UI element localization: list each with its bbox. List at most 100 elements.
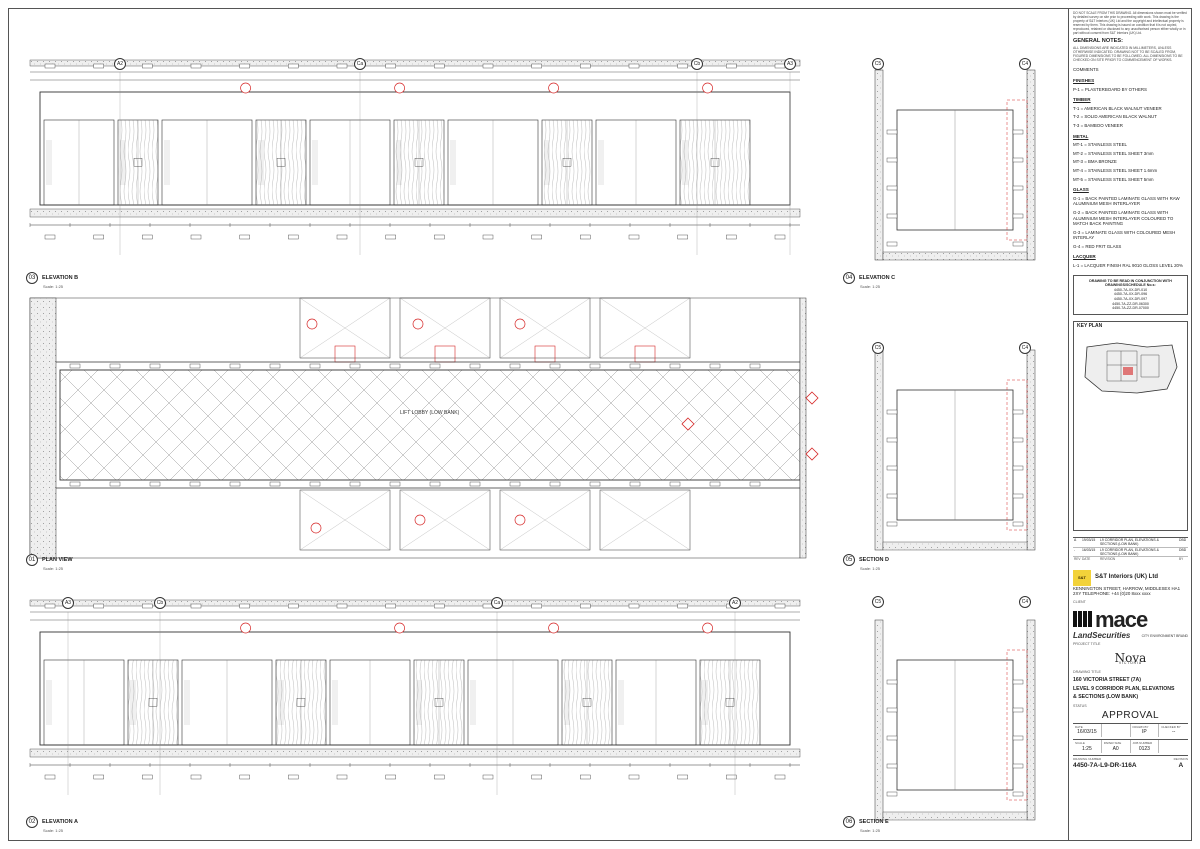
finish-tag (629, 363, 641, 369)
finish-tag (669, 481, 681, 487)
lift-call-panel (434, 698, 444, 707)
timber-heading: TIMBER (1073, 97, 1091, 103)
finish-tag (749, 481, 761, 487)
finish-tag (239, 63, 250, 69)
finish-tag (229, 481, 241, 487)
finish-t1: T-1 = AMERICAN BLACK WALNUT VENEER (1073, 105, 1162, 111)
lift-door-callout (534, 345, 556, 363)
paper-size-label: PAPER SIZE (1103, 740, 1122, 745)
grid-bubble: C5 (872, 342, 884, 354)
finish-tag (93, 774, 104, 780)
lift-call-panel (296, 698, 306, 707)
finish-tag (336, 774, 348, 780)
checked-by-label: CHECKED BY (1161, 724, 1181, 729)
finish-tag (628, 603, 640, 609)
finish-tag (1012, 129, 1024, 135)
linework (499, 297, 591, 359)
revision-table: A 19/03/15 L9 CORRIDOR PLAN, ELEVATIONS … (1073, 536, 1188, 562)
revision-value: A (1178, 761, 1184, 769)
rev-by: DBD (1179, 547, 1187, 552)
finish-tag (1012, 763, 1024, 769)
drawing-number-label: DRAWING NUMBER (1073, 757, 1102, 762)
lift-shaft (599, 489, 691, 551)
finish-tag (142, 603, 153, 609)
lift-shaft (599, 297, 691, 359)
section-wall-right (1026, 619, 1036, 821)
redline-cloud (548, 82, 559, 94)
floor-slab (29, 208, 801, 218)
finish-tag (709, 363, 721, 369)
section-marker (805, 447, 819, 461)
plan-room-label: LIFT LOBBY (LOW BANK) (400, 410, 460, 416)
linework (599, 297, 691, 359)
rev-head-date: DATE (1082, 557, 1091, 562)
finish-tag (288, 63, 299, 69)
date-label: DATE (1075, 724, 1083, 729)
slab-above (29, 59, 801, 67)
finish-tag (44, 234, 56, 240)
finish-tag (336, 603, 348, 609)
linework (399, 297, 491, 359)
finish-tag (531, 63, 542, 69)
redline-cloud (310, 522, 322, 534)
finish-l1: L-1 = LACQUER FINISH RAL 9010 GLOSS LEVE… (1073, 263, 1183, 269)
rev-code: - (1074, 547, 1076, 552)
finish-tag (1012, 213, 1024, 219)
finish-tag (109, 481, 121, 487)
checked-by-value: -- (1171, 729, 1176, 736)
view-name: ELEVATION C (859, 275, 896, 281)
view-number: 05 (843, 554, 855, 566)
finish-tag (190, 603, 202, 609)
read-with-box: DRAWING TO BE READ IN CONJUNCTION WITH D… (1073, 274, 1188, 315)
view-scale: Scale: 1:25 (43, 828, 64, 833)
finish-tag (886, 521, 898, 527)
finish-mt5: MT-5 = STAINLESS STEEL SHEET 5mm (1073, 176, 1154, 182)
project-sub: VICTORIA (1119, 661, 1142, 666)
grid-bubble: C4 (1019, 342, 1031, 354)
finish-tag (580, 63, 591, 69)
grid-bubble: A2 (729, 597, 741, 609)
finish-tag (434, 234, 445, 240)
lift-shaft (399, 489, 491, 551)
finish-tag (309, 363, 321, 369)
glass-heading: GLASS (1073, 187, 1089, 193)
view-scale: Scale: 1:25 (860, 284, 881, 289)
finish-tag (482, 63, 494, 69)
floor-slab (29, 748, 801, 758)
finish-tag (190, 63, 202, 69)
section-wall-right (1026, 349, 1036, 551)
finish-tag (142, 63, 153, 69)
finish-tag (336, 63, 348, 69)
finish-tag (1012, 791, 1024, 797)
general-notes-title: GENERAL NOTES: (1073, 38, 1123, 44)
finish-tag (589, 481, 601, 487)
project-name: Nova (1114, 650, 1147, 665)
grid-bubble: C5 (872, 58, 884, 70)
lift-shaft (399, 297, 491, 359)
finish-tag (142, 234, 153, 240)
finish-tag (509, 481, 521, 487)
lift-call-panel (710, 158, 720, 167)
finish-tag (1012, 409, 1024, 415)
finish-tag (677, 774, 688, 780)
finish-tag (886, 157, 898, 163)
finish-tag (189, 363, 201, 369)
finish-tag (628, 234, 640, 240)
grid-bubble: C5 (872, 596, 884, 608)
redline-cloud (702, 82, 713, 94)
section-marker (805, 391, 819, 405)
linework (299, 297, 391, 359)
read-with-item: 4450-7A-ZZ-DR-06300 (1112, 301, 1149, 306)
revision-row: A 19/03/15 L9 CORRIDOR PLAN, ELEVATIONS … (1073, 538, 1188, 548)
finish-tag (385, 63, 396, 69)
lift-lobby-floor (59, 369, 801, 481)
client-landsecurities: LandSecurities (1073, 631, 1131, 641)
linework (599, 489, 691, 551)
finish-tag (239, 603, 250, 609)
finish-tag (149, 363, 161, 369)
finish-tag (69, 363, 81, 369)
